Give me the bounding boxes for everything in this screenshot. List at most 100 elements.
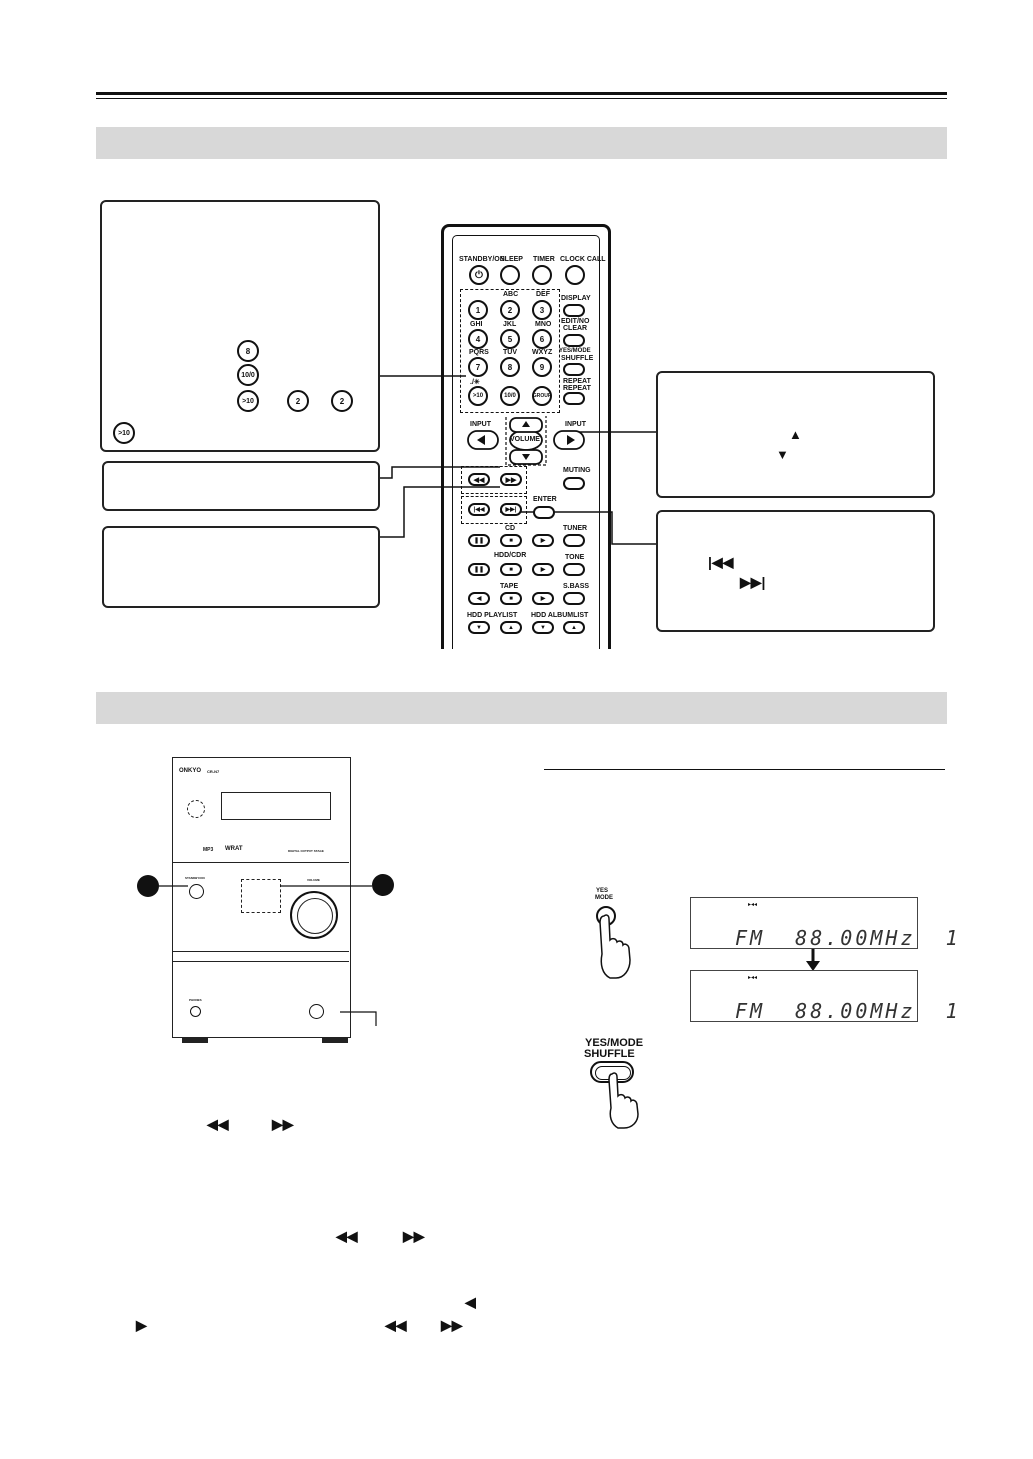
digit-6-button[interactable]: 6: [532, 329, 552, 349]
unit-volume-knob-inner: [297, 898, 333, 934]
label-tone: TONE: [565, 554, 585, 561]
label-sbass: S.BASS: [563, 583, 590, 590]
unit-tuning-knob[interactable]: [309, 1004, 324, 1019]
label-enter: ENTER: [533, 496, 557, 503]
previous-track-icon: |◀◀: [708, 554, 734, 570]
key-2-icon: 2: [331, 390, 353, 412]
digit-3-button[interactable]: 3: [532, 300, 552, 320]
fast-forward-icon: ▶▶: [272, 1116, 294, 1132]
playlist-up-button[interactable]: ▲: [500, 621, 522, 634]
remote-inner-border: [452, 235, 600, 649]
unit-model: CR-N7: [207, 769, 220, 774]
arrow-cluster: [467, 416, 585, 466]
rewind-button[interactable]: ◀◀: [468, 473, 490, 486]
unit-wrat: WRAT: [225, 846, 243, 852]
key-gt10-icon: >10: [237, 390, 259, 412]
group-button[interactable]: GROUP: [532, 386, 552, 406]
hdd-pause-button[interactable]: ❚❚: [468, 563, 490, 576]
label-tape: TAPE: [500, 583, 519, 590]
fast-forward-button[interactable]: ▶▶: [500, 473, 522, 486]
enter-button[interactable]: [533, 506, 555, 519]
hdd-play-button[interactable]: ▶: [532, 563, 554, 576]
albumlist-down-button[interactable]: ▼: [532, 621, 554, 634]
fast-forward-icon: ▶▶: [441, 1317, 463, 1333]
cd-pause-button[interactable]: ❚❚: [468, 534, 490, 547]
label-yes-mode: YES/MODE: [559, 348, 591, 354]
left-arrow-icon: ◀: [465, 1294, 476, 1310]
hdd-stop-button[interactable]: ■: [500, 563, 522, 576]
standby-indicator-ring: [187, 800, 205, 818]
unit-transport-frame: [241, 879, 281, 913]
cd-play-button[interactable]: ▶: [532, 534, 554, 547]
label-clear: CLEAR: [563, 325, 588, 332]
section-band-2: [96, 692, 947, 724]
digit-2-button[interactable]: 2: [500, 300, 520, 320]
label-repeat: REPEAT: [563, 378, 591, 385]
key-8-icon: 8: [237, 340, 259, 362]
unit-foot-left: [182, 1038, 208, 1043]
fast-forward-icon: ▶▶: [403, 1228, 425, 1244]
label-jkl: JKL: [503, 321, 517, 328]
timer-button[interactable]: [532, 265, 552, 285]
step-marker-2: [372, 874, 394, 896]
label-clock-call: CLOCK CALL: [560, 256, 606, 263]
digit-4-button[interactable]: 4: [468, 329, 488, 349]
label-shuffle-large: SHUFFLE: [584, 1048, 635, 1060]
label-timer: TIMER: [533, 256, 555, 263]
unit-divider-2: [173, 951, 349, 952]
label-tuner: TUNER: [563, 525, 588, 532]
step-marker-1: [137, 875, 159, 897]
label-wxyz: WXYZ: [532, 349, 553, 356]
edit-no-button[interactable]: [563, 334, 585, 347]
playlist-down-button[interactable]: ▼: [468, 621, 490, 634]
previous-button[interactable]: |◀◀: [468, 503, 490, 516]
label-volume: VOLUME: [510, 436, 540, 443]
label-ghi: GHI: [470, 321, 483, 328]
tape-stop-button[interactable]: ■: [500, 592, 522, 605]
number-pad-frame: [460, 289, 560, 413]
remote-control: [441, 224, 611, 649]
digit-7-button[interactable]: 7: [468, 357, 488, 377]
pointing-hand-icon: [608, 1072, 639, 1129]
unit-divider-3: [173, 961, 349, 962]
unit-volume-knob[interactable]: [290, 891, 338, 939]
clock-call-button[interactable]: [565, 265, 585, 285]
up-arrow-icon: ▲: [789, 427, 802, 442]
pointing-hand-icon: [599, 914, 631, 979]
label-mno: MNO: [535, 321, 552, 328]
repeat-button[interactable]: [563, 392, 585, 405]
cd-stop-button[interactable]: ■: [500, 534, 522, 547]
callout-group-select: ▲ ▼: [656, 371, 935, 498]
tape-play-button[interactable]: ▶: [532, 592, 554, 605]
unit-divider-1: [173, 862, 349, 863]
digit-1-button[interactable]: 1: [468, 300, 488, 320]
digit-8-button[interactable]: 8: [500, 357, 520, 377]
label-sleep: SLEEP: [500, 256, 523, 263]
tone-button[interactable]: [563, 563, 585, 576]
ten-zero-button[interactable]: 10/0: [500, 386, 520, 406]
display-button[interactable]: [563, 304, 585, 317]
label-hdd-playlist: HDD PLAYLIST: [467, 612, 518, 619]
sbass-button[interactable]: [563, 592, 585, 605]
unit-foot-right: [322, 1038, 348, 1043]
yes-mode-button[interactable]: [563, 363, 585, 376]
label-symbol: ./✳: [470, 379, 480, 386]
next-button[interactable]: ▶▶|: [500, 503, 522, 516]
albumlist-up-button[interactable]: ▲: [563, 621, 585, 634]
standby-on-button[interactable]: [189, 884, 204, 899]
tape-reverse-button[interactable]: ◀: [468, 592, 490, 605]
tuner-button[interactable]: [563, 534, 585, 547]
muting-button[interactable]: [563, 477, 585, 490]
unit-standby-label: STANDBY/ON: [185, 876, 205, 880]
unit-phones-label: PHONES: [189, 998, 202, 1002]
unit-display-window: [221, 792, 331, 820]
lcd-display-before: ▸◂◂ FM 88.00MHz 1: [690, 897, 958, 950]
gt10-button[interactable]: >10: [468, 386, 488, 406]
sleep-button[interactable]: [500, 265, 520, 285]
digit-9-button[interactable]: 9: [532, 357, 552, 377]
label-standby-on: STANDBY/ON: [459, 256, 505, 263]
standby-power-button[interactable]: ⏻: [469, 265, 489, 285]
label-repeat-2: REPEAT: [563, 385, 591, 392]
unit-output-stage: DIGITAL OUTPUT STAGE: [288, 849, 324, 853]
digit-5-button[interactable]: 5: [500, 329, 520, 349]
